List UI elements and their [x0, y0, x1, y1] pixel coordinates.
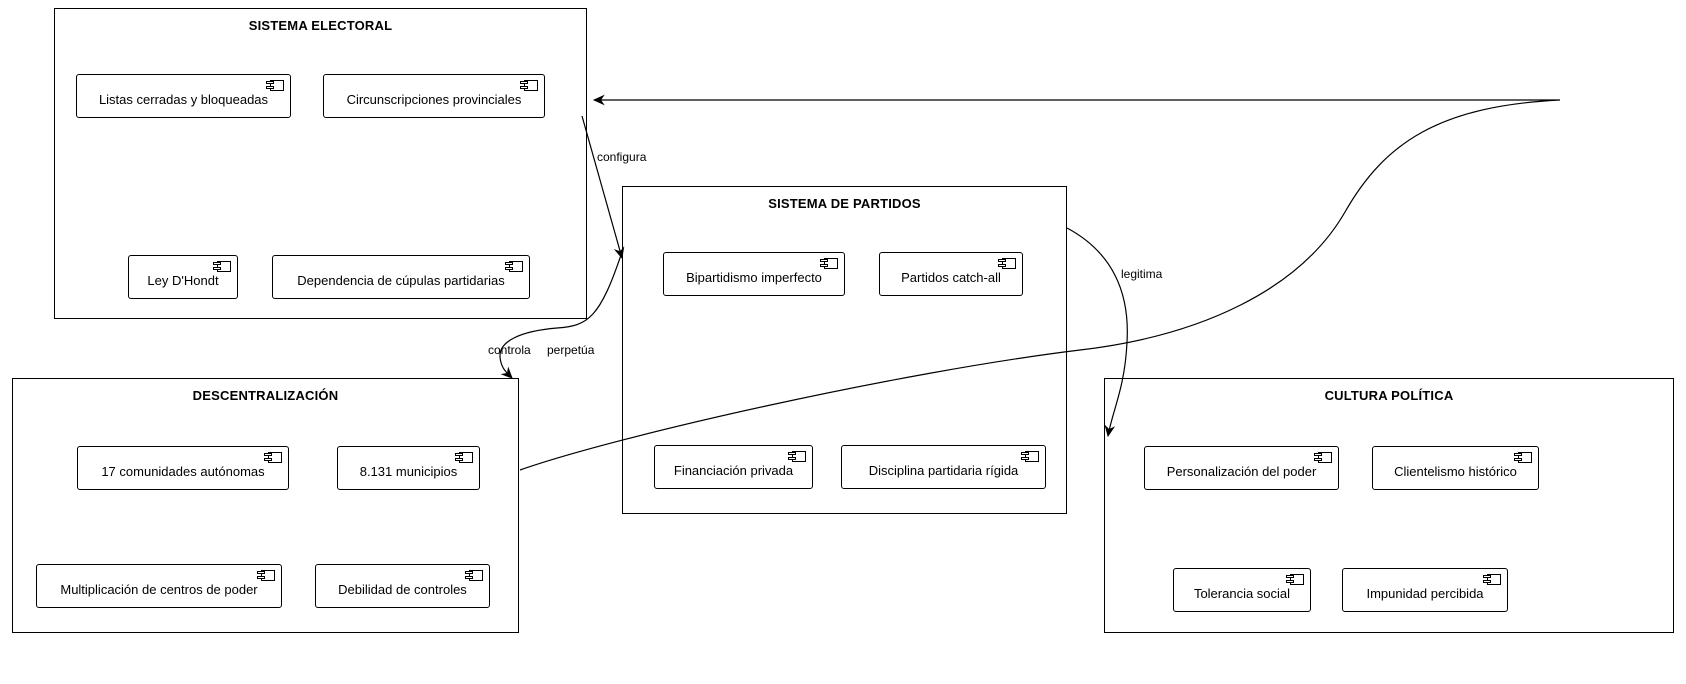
component-8131-municipios[interactable]: 8.131 municipios	[337, 446, 480, 490]
package-title: SISTEMA DE PARTIDOS	[768, 196, 921, 211]
component-label: Bipartidismo imperfecto	[686, 269, 822, 285]
uml-component-icon	[788, 451, 806, 462]
component-dependencia-cupulas[interactable]: Dependencia de cúpulas partidarias	[272, 255, 530, 299]
uml-component-icon	[1021, 451, 1039, 462]
uml-component-icon	[264, 452, 282, 463]
component-label: Clientelismo histórico	[1394, 463, 1517, 479]
component-label: Disciplina partidaria rígida	[868, 462, 1019, 478]
component-disciplina-partidaria[interactable]: Disciplina partidaria rígida	[841, 445, 1046, 489]
component-debilidad-de-controles[interactable]: Debilidad de controles	[315, 564, 490, 608]
component-label: Listas cerradas y bloqueadas	[98, 91, 269, 107]
component-tolerancia-social[interactable]: Tolerancia social	[1173, 568, 1311, 612]
component-17-comunidades-autonomas[interactable]: 17 comunidades autónomas	[77, 446, 289, 490]
edge-label-perpetua: perpetúa	[547, 343, 595, 357]
edge-label-controla: controla	[488, 343, 531, 357]
component-label: Dependencia de cúpulas partidarias	[297, 272, 505, 288]
package-cultura-politica[interactable]: CULTURA POLÍTICA	[1104, 378, 1674, 633]
component-label: 17 comunidades autónomas	[101, 463, 265, 479]
package-title: SISTEMA ELECTORAL	[248, 18, 393, 33]
uml-component-icon	[213, 261, 231, 272]
component-label: 8.131 municipios	[359, 463, 458, 479]
uml-component-icon	[266, 80, 284, 91]
component-label: Circunscripciones provinciales	[346, 91, 522, 107]
component-circunscripciones-provinciales[interactable]: Circunscripciones provinciales	[323, 74, 545, 118]
component-label: Tolerancia social	[1193, 585, 1291, 601]
uml-component-icon	[1314, 452, 1332, 463]
component-label: Impunidad percibida	[1366, 585, 1484, 601]
component-bipartidismo-imperfecto[interactable]: Bipartidismo imperfecto	[663, 252, 845, 296]
component-label: Personalización del poder	[1166, 463, 1317, 479]
component-label: Multiplicación de centros de poder	[60, 581, 258, 597]
component-financiacion-privada[interactable]: Financiación privada	[654, 445, 813, 489]
component-label: Ley D'Hondt	[147, 272, 219, 288]
component-label: Financiación privada	[673, 462, 794, 478]
package-title: CULTURA POLÍTICA	[1324, 388, 1454, 403]
component-clientelismo-historico[interactable]: Clientelismo histórico	[1372, 446, 1539, 490]
uml-component-icon	[257, 570, 275, 581]
package-sistema-de-partidos[interactable]: SISTEMA DE PARTIDOS	[622, 186, 1067, 514]
component-listas-cerradas[interactable]: Listas cerradas y bloqueadas	[76, 74, 291, 118]
uml-component-icon	[1514, 452, 1532, 463]
package-sistema-electoral[interactable]: SISTEMA ELECTORAL	[54, 8, 587, 319]
uml-component-icon	[1286, 574, 1304, 585]
component-partidos-catch-all[interactable]: Partidos catch-all	[879, 252, 1023, 296]
edge-configura-path	[581, 115, 625, 260]
package-descentralizacion[interactable]: DESCENTRALIZACIÓN	[12, 378, 519, 633]
uml-component-icon	[455, 452, 473, 463]
uml-component-icon	[1483, 574, 1501, 585]
uml-component-icon	[465, 570, 483, 581]
uml-component-icon	[998, 258, 1016, 269]
component-ley-dhondt[interactable]: Ley D'Hondt	[128, 255, 238, 299]
uml-component-icon	[520, 80, 538, 91]
package-title: DESCENTRALIZACIÓN	[192, 388, 339, 403]
edge-label-legitima: legitima	[1121, 267, 1163, 281]
component-label: Partidos catch-all	[901, 269, 1001, 285]
uml-component-icon	[505, 261, 523, 272]
component-multiplicacion-centros-poder[interactable]: Multiplicación de centros de poder	[36, 564, 282, 608]
component-personalizacion-del-poder[interactable]: Personalización del poder	[1144, 446, 1339, 490]
component-impunidad-percibida[interactable]: Impunidad percibida	[1342, 568, 1508, 612]
edge-label-configura: configura	[597, 150, 647, 164]
uml-component-icon	[820, 258, 838, 269]
component-label: Debilidad de controles	[338, 581, 467, 597]
